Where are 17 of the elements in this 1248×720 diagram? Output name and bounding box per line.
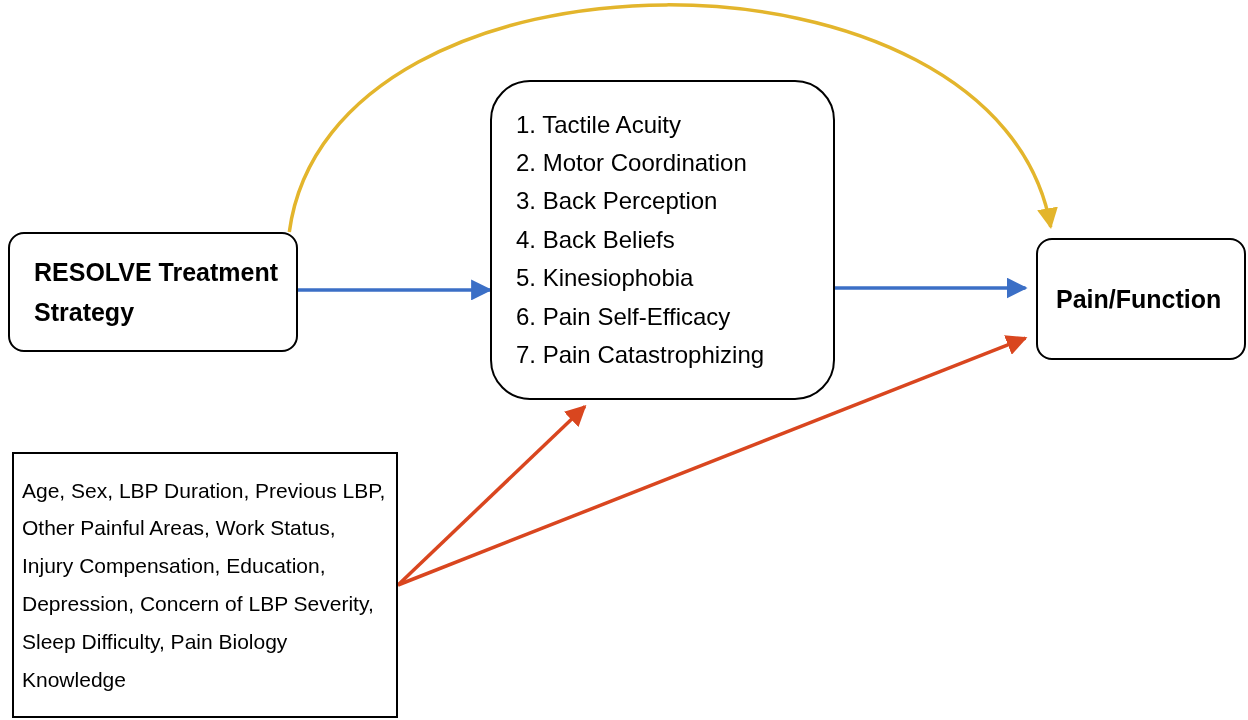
- outcome-box: [1036, 238, 1246, 360]
- arrow: [835, 277, 1028, 299]
- arrow: [287, 3, 1055, 233]
- list-item: 5. Kinesiophobia: [516, 263, 695, 294]
- covariates-box: [12, 452, 398, 718]
- box-label: Pain/Function: [1056, 283, 1223, 315]
- list-item: 3. Back Perception: [516, 186, 719, 217]
- process-box: [8, 232, 298, 352]
- process-box: [490, 80, 835, 400]
- arrow: [397, 335, 1028, 587]
- list-item: 7. Pain Catastrophizing: [516, 339, 766, 370]
- box-label: RESOLVE Treatment Strategy: [34, 257, 280, 328]
- list-item: 6. Pain Self-Efficacy: [516, 301, 732, 332]
- covariates-text: Age, Sex, LBP Duration, Previous LBP, Other Painful Areas, Work Status, Injury Compensation, Education, Depression, Concern of LBP Severity, Sleep Difficulty, Pain Biology Knowledge: [22, 477, 387, 693]
- list-item: 1. Tactile Acuity: [516, 109, 682, 140]
- list-item: 2. Motor Coordination: [516, 148, 748, 178]
- list-item: 4. Back Beliefs: [516, 224, 676, 255]
